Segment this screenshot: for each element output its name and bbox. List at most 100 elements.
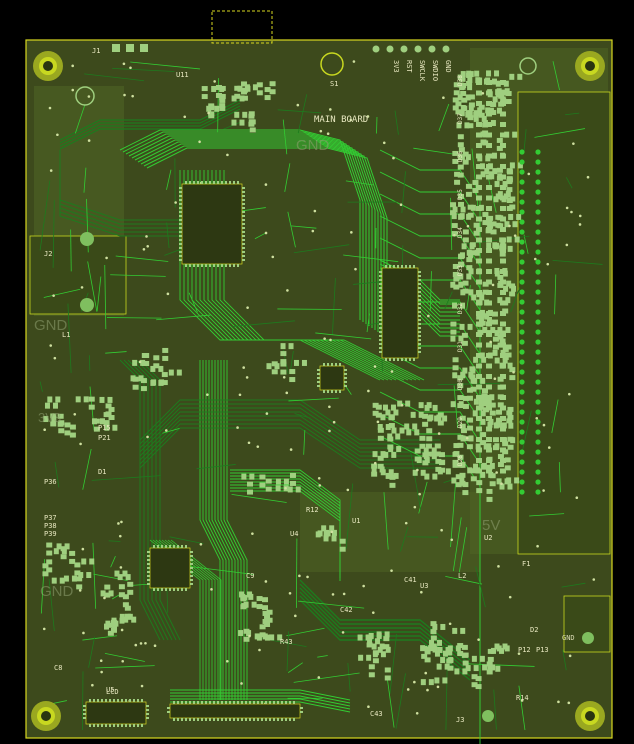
- led-label: D29: [457, 417, 464, 428]
- passive-component: [321, 525, 335, 532]
- passive-component: [259, 624, 266, 638]
- passive-component: [247, 481, 254, 495]
- j1-pin: [126, 44, 134, 52]
- trace: [394, 110, 399, 135]
- led-pad: [476, 426, 482, 432]
- mount-hole-bottom-left: [31, 701, 61, 731]
- passive-component: [507, 436, 514, 450]
- via: [240, 682, 243, 685]
- via: [146, 245, 150, 248]
- header-pin: [535, 169, 541, 175]
- trace: [298, 600, 365, 609]
- ethernet-jack-outline: [29, 235, 127, 315]
- jack-hole-1: [80, 232, 94, 246]
- passive-component: [371, 463, 378, 477]
- passive-component: [482, 120, 496, 127]
- j1-label: J1: [92, 47, 100, 55]
- via: [71, 64, 74, 68]
- swd-header-label: SWCLK: [418, 60, 426, 82]
- passive-component: [471, 655, 485, 662]
- passive-component: [428, 414, 442, 421]
- via: [413, 680, 416, 684]
- passive-component: [74, 562, 81, 576]
- passive-component: [470, 468, 477, 482]
- passive-component: [456, 122, 470, 129]
- passive-component: [471, 674, 478, 688]
- header-pin: [535, 479, 541, 485]
- gnd-label-right: GND: [562, 634, 575, 642]
- trace: [110, 274, 166, 277]
- trace: [366, 313, 370, 333]
- via: [105, 256, 108, 260]
- passive-component: [264, 87, 271, 101]
- passive-component: [266, 363, 280, 370]
- led-pad: [486, 311, 492, 316]
- header-pin: [519, 449, 525, 455]
- via: [87, 139, 91, 142]
- passive-component: [509, 162, 523, 169]
- trace: [299, 579, 471, 661]
- trace: [84, 73, 145, 82]
- trace: [143, 145, 385, 336]
- led-pad: [486, 426, 492, 432]
- resistor-pad: [500, 132, 506, 138]
- via: [572, 142, 575, 145]
- header-pin: [519, 239, 525, 245]
- trace: [284, 163, 291, 192]
- via: [418, 492, 421, 496]
- passive-component: [450, 335, 464, 342]
- switch-s1[interactable]: [320, 52, 344, 76]
- passive-component: [505, 91, 512, 105]
- trace: [67, 303, 72, 374]
- resistor-pad: [500, 321, 506, 327]
- passive-component: [434, 443, 441, 457]
- via: [495, 471, 498, 474]
- passive-component: [241, 81, 248, 95]
- passive-component: [497, 326, 511, 333]
- trace: [54, 461, 60, 488]
- passive-component: [497, 191, 511, 198]
- via: [242, 366, 246, 369]
- led-pad: [476, 174, 482, 180]
- passive-component: [465, 665, 479, 672]
- gnd-label-top: GND: [296, 137, 330, 154]
- trace: [389, 633, 397, 694]
- resistor-pad: [500, 174, 506, 180]
- passive-component: [462, 280, 469, 294]
- via: [129, 66, 132, 70]
- board-outline: [25, 39, 613, 739]
- passive-component: [261, 597, 268, 611]
- passive-component: [88, 396, 95, 410]
- via: [49, 344, 53, 347]
- led-pad: [476, 290, 482, 295]
- passive-component: [377, 427, 384, 441]
- resistor-pad: [500, 258, 506, 264]
- trace: [91, 475, 161, 481]
- via: [466, 224, 470, 228]
- trace: [48, 578, 55, 631]
- via: [248, 634, 251, 638]
- led-pad: [486, 237, 492, 243]
- led-pad: [476, 90, 482, 96]
- trace: [202, 360, 224, 700]
- via: [346, 488, 350, 492]
- header-pin: [535, 299, 541, 305]
- header-pin: [519, 479, 525, 485]
- via: [164, 429, 168, 432]
- passive-component: [168, 369, 182, 376]
- p37-label: P37: [44, 514, 57, 522]
- f1-label: F1: [522, 560, 530, 568]
- passive-component: [506, 477, 520, 484]
- via: [264, 183, 268, 186]
- trace: [529, 513, 565, 517]
- resistor-pad: [500, 363, 506, 369]
- trace: [95, 665, 155, 669]
- via: [578, 223, 582, 226]
- via: [568, 392, 571, 396]
- led-pad: [486, 90, 492, 96]
- header-pin: [535, 249, 541, 255]
- led-pad: [476, 216, 482, 222]
- passive-component: [104, 424, 118, 431]
